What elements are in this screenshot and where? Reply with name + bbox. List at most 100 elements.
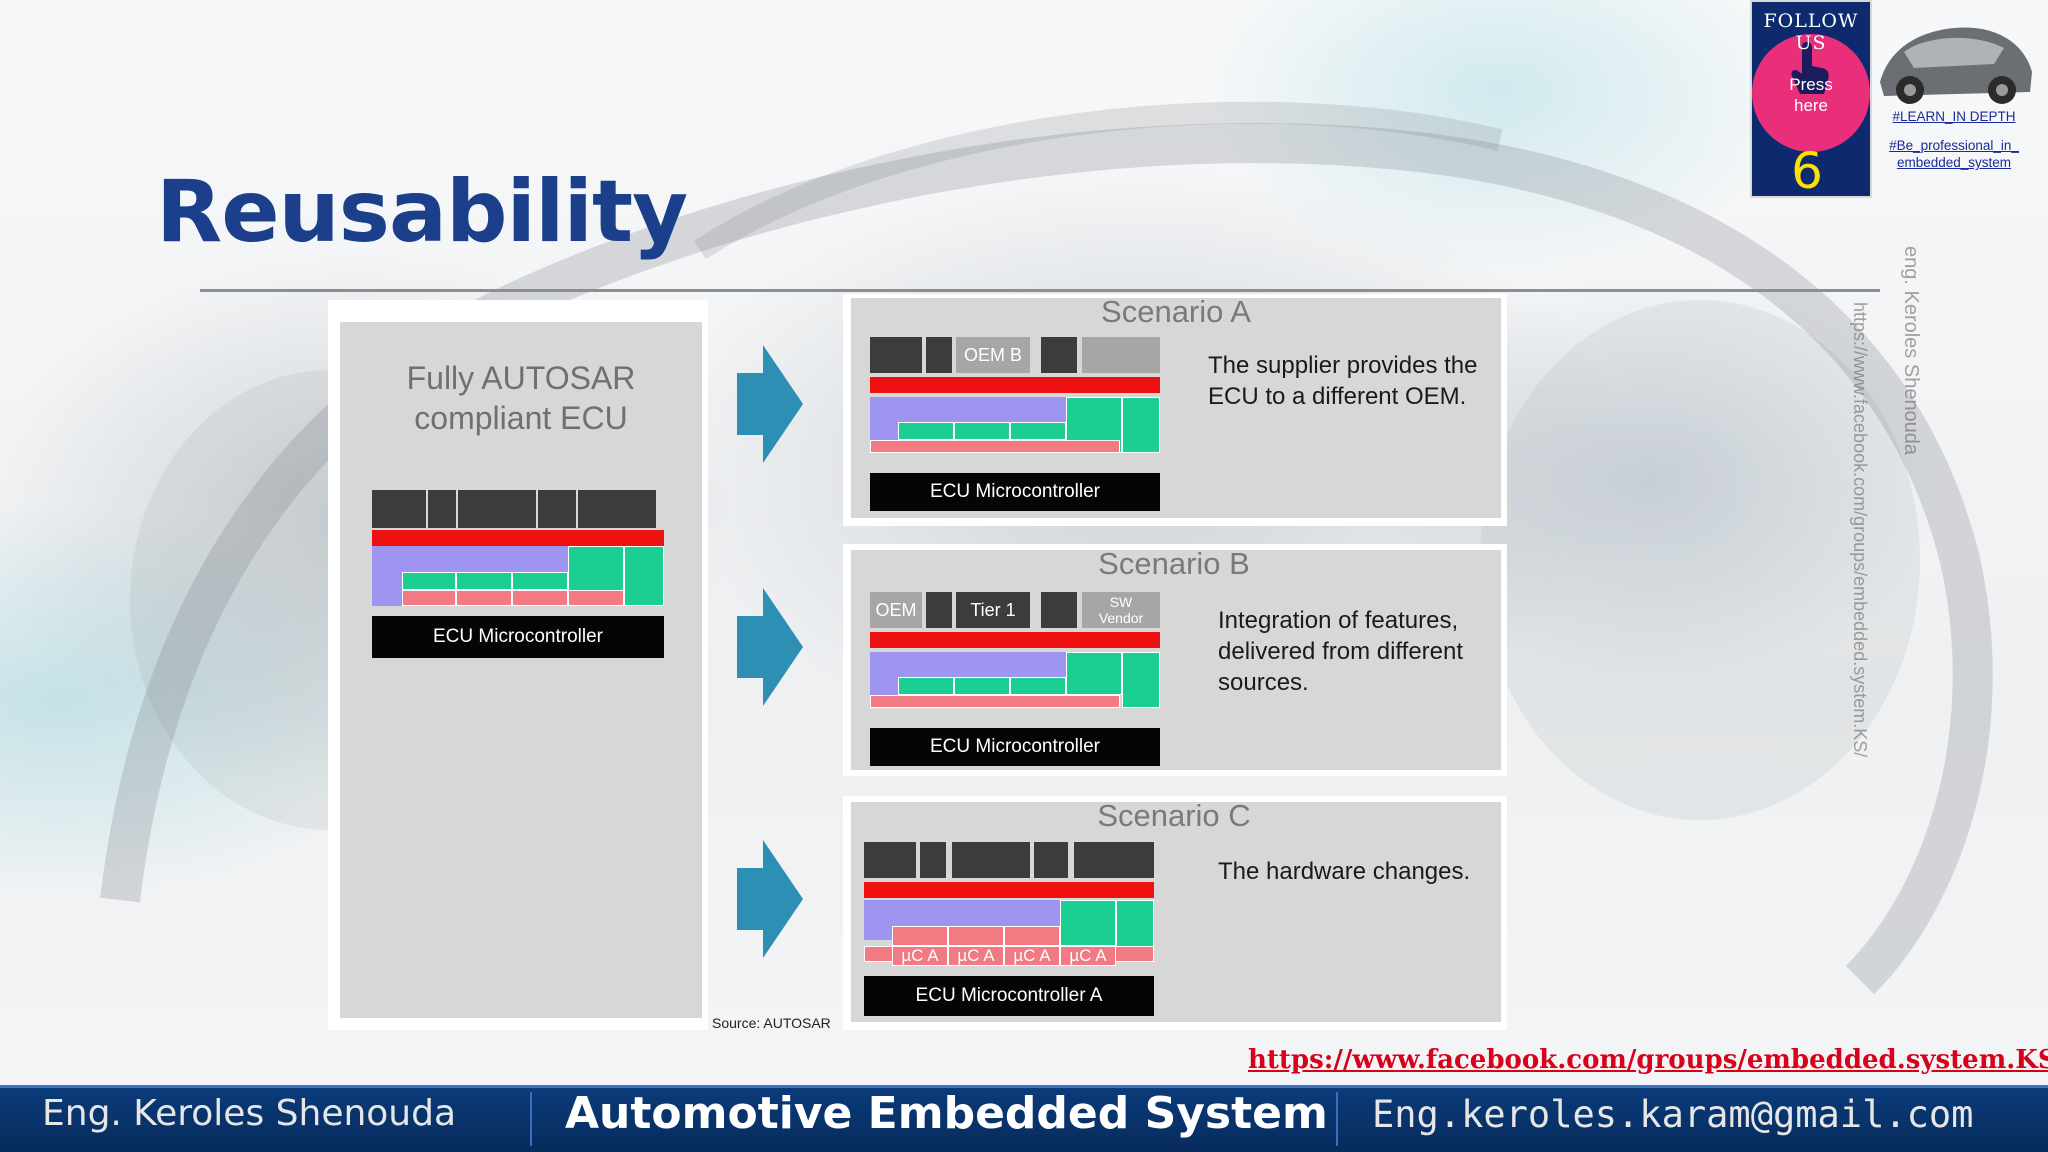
- scenario-b-text-line3: sources.: [1218, 669, 1309, 696]
- scenario-c-stack: µC A µC A µC A µC A ECU Microcontroller …: [864, 842, 1156, 1016]
- bsw-green: [898, 677, 954, 695]
- sw-vendor-block: SW Vendor: [1082, 592, 1160, 628]
- scenario-a-description: The supplier provides the ECU to a diffe…: [1208, 350, 1498, 412]
- app-block: [920, 842, 946, 878]
- oem-b-block: OEM B: [956, 337, 1030, 373]
- slide-title: Reusability: [156, 162, 688, 262]
- app-block: [1034, 842, 1068, 878]
- app-block: [952, 842, 1030, 878]
- footer-course-title: Automotive Embedded System: [565, 1088, 1328, 1139]
- oem-block: OEM: [870, 592, 922, 628]
- arrow-right-icon: [737, 840, 803, 958]
- bsw-pink: [948, 926, 1004, 946]
- uc-a-block: µC A: [948, 946, 1004, 966]
- bsw-pink: [512, 590, 568, 606]
- arrow-right-icon: [737, 588, 803, 706]
- footer-author: Eng. Keroles Shenouda: [42, 1093, 457, 1134]
- tier1-block: Tier 1: [956, 592, 1030, 628]
- app-block: [372, 490, 426, 528]
- uc-a-block: µC A: [1004, 946, 1060, 966]
- app-block: [1074, 842, 1154, 878]
- scenario-b-text-line2: delivered from different: [1218, 638, 1464, 665]
- app-block: [538, 490, 576, 528]
- bsw-green: [1122, 397, 1160, 453]
- sw-vendor-label-line2: Vendor: [1098, 610, 1144, 626]
- microcontroller-bar: ECU Microcontroller: [870, 473, 1160, 511]
- footer-email: Eng.keroles.karam@gmail.com: [1372, 1093, 1974, 1136]
- follow-us-title: FOLLOW US: [1763, 10, 1859, 54]
- left-ecu-stack: ECU Microcontroller: [372, 490, 664, 658]
- app-block: [1041, 337, 1077, 373]
- footer-bar: [0, 1085, 2048, 1152]
- microcontroller-bar: ECU Microcontroller: [870, 728, 1160, 766]
- uc-a-block: µC A: [1060, 946, 1116, 966]
- bsw-pink: [456, 590, 512, 606]
- app-block: [428, 490, 456, 528]
- bsw-green: [402, 572, 456, 590]
- bsw-green: [1122, 652, 1160, 708]
- scenario-a-title: Scenario A: [1101, 294, 1251, 329]
- press-here-line1: Press: [1789, 75, 1833, 94]
- bsw-green: [1066, 652, 1122, 695]
- microcontroller-bar: ECU Microcontroller A: [864, 976, 1154, 1016]
- bsw-green: [1010, 677, 1066, 695]
- press-here-line2: here: [1793, 96, 1829, 115]
- scenario-b-stack: OEM Tier 1 SW Vendor ECU Microcontroller: [870, 592, 1160, 766]
- app-block-replaced: [1082, 337, 1160, 373]
- rte-bar: [372, 530, 664, 546]
- scenario-b-description: Integration of features, delivered from …: [1218, 605, 1498, 698]
- app-block: [1041, 592, 1077, 628]
- follow-number: 6: [1791, 142, 1823, 200]
- sw-vendor-label-line1: SW: [1109, 594, 1133, 610]
- bsw-green: [456, 572, 512, 590]
- app-block: [864, 842, 916, 878]
- app-block: [578, 490, 656, 528]
- bsw-green: [1060, 900, 1116, 946]
- app-block: [870, 337, 922, 373]
- source-note: Source: AUTOSAR: [712, 1015, 831, 1031]
- rte-bar: [870, 377, 1160, 393]
- hand-pointer-icon: [1791, 42, 1829, 94]
- hashtag-links[interactable]: #LEARN_IN DEPTH #Be_professional_in_ emb…: [1880, 108, 2028, 171]
- tag-be-professional-line1[interactable]: #Be_professional_in_: [1889, 138, 2019, 153]
- bsw-green: [624, 546, 664, 606]
- rte-bar: [870, 632, 1160, 648]
- rte-bar: [864, 882, 1154, 898]
- scenario-a-stack: OEM B ECU Microcontroller: [870, 337, 1160, 511]
- left-panel-title-line1: Fully AUTOSAR: [406, 360, 636, 396]
- car-thumbnail: [1880, 27, 2032, 104]
- bsw-green: [1010, 422, 1066, 440]
- left-panel: [340, 322, 702, 1018]
- tag-learn-in-depth[interactable]: #LEARN_IN DEPTH: [1892, 109, 2016, 124]
- tag-be-professional-line2[interactable]: embedded_system: [1896, 155, 2012, 170]
- uc-a-block: µC A: [892, 946, 948, 966]
- bsw-pink: [568, 590, 624, 606]
- bsw-pink: [1004, 926, 1060, 946]
- microcontroller-bar: ECU Microcontroller: [372, 616, 664, 658]
- left-panel-title: Fully AUTOSAR compliant ECU: [340, 358, 702, 438]
- bsw-pink: [870, 695, 1120, 708]
- press-here-label[interactable]: Press here: [1752, 74, 1870, 116]
- bsw-pink: [402, 590, 456, 606]
- app-block: [458, 490, 536, 528]
- scenario-c-title: Scenario C: [1097, 798, 1251, 833]
- bsw-pink: [892, 926, 948, 946]
- footer-divider: [1336, 1092, 1338, 1146]
- scenario-a-text-line2: ECU to a different OEM.: [1208, 383, 1467, 410]
- bsw-green: [954, 677, 1010, 695]
- app-block: [926, 337, 952, 373]
- bsw-green: [954, 422, 1010, 440]
- bsw-pink: [870, 440, 1120, 453]
- bsw-green: [898, 422, 954, 440]
- footer-divider: [530, 1092, 532, 1146]
- scenario-a-text-line1: The supplier provides the: [1208, 352, 1478, 379]
- facebook-group-link[interactable]: https://www.facebook.com/groups/embedded…: [1248, 1045, 2048, 1075]
- scenario-b-text-line1: Integration of features,: [1218, 607, 1459, 634]
- title-divider: [200, 289, 1880, 292]
- arrow-right-icon: [737, 345, 803, 463]
- scenario-c-description: The hardware changes.: [1218, 858, 1471, 885]
- left-panel-title-line2: compliant ECU: [414, 400, 628, 436]
- scenario-b-title: Scenario B: [1098, 546, 1250, 581]
- app-block: [926, 592, 952, 628]
- url-watermark: https://www.facebook.com/groups/embedded…: [1850, 302, 1870, 758]
